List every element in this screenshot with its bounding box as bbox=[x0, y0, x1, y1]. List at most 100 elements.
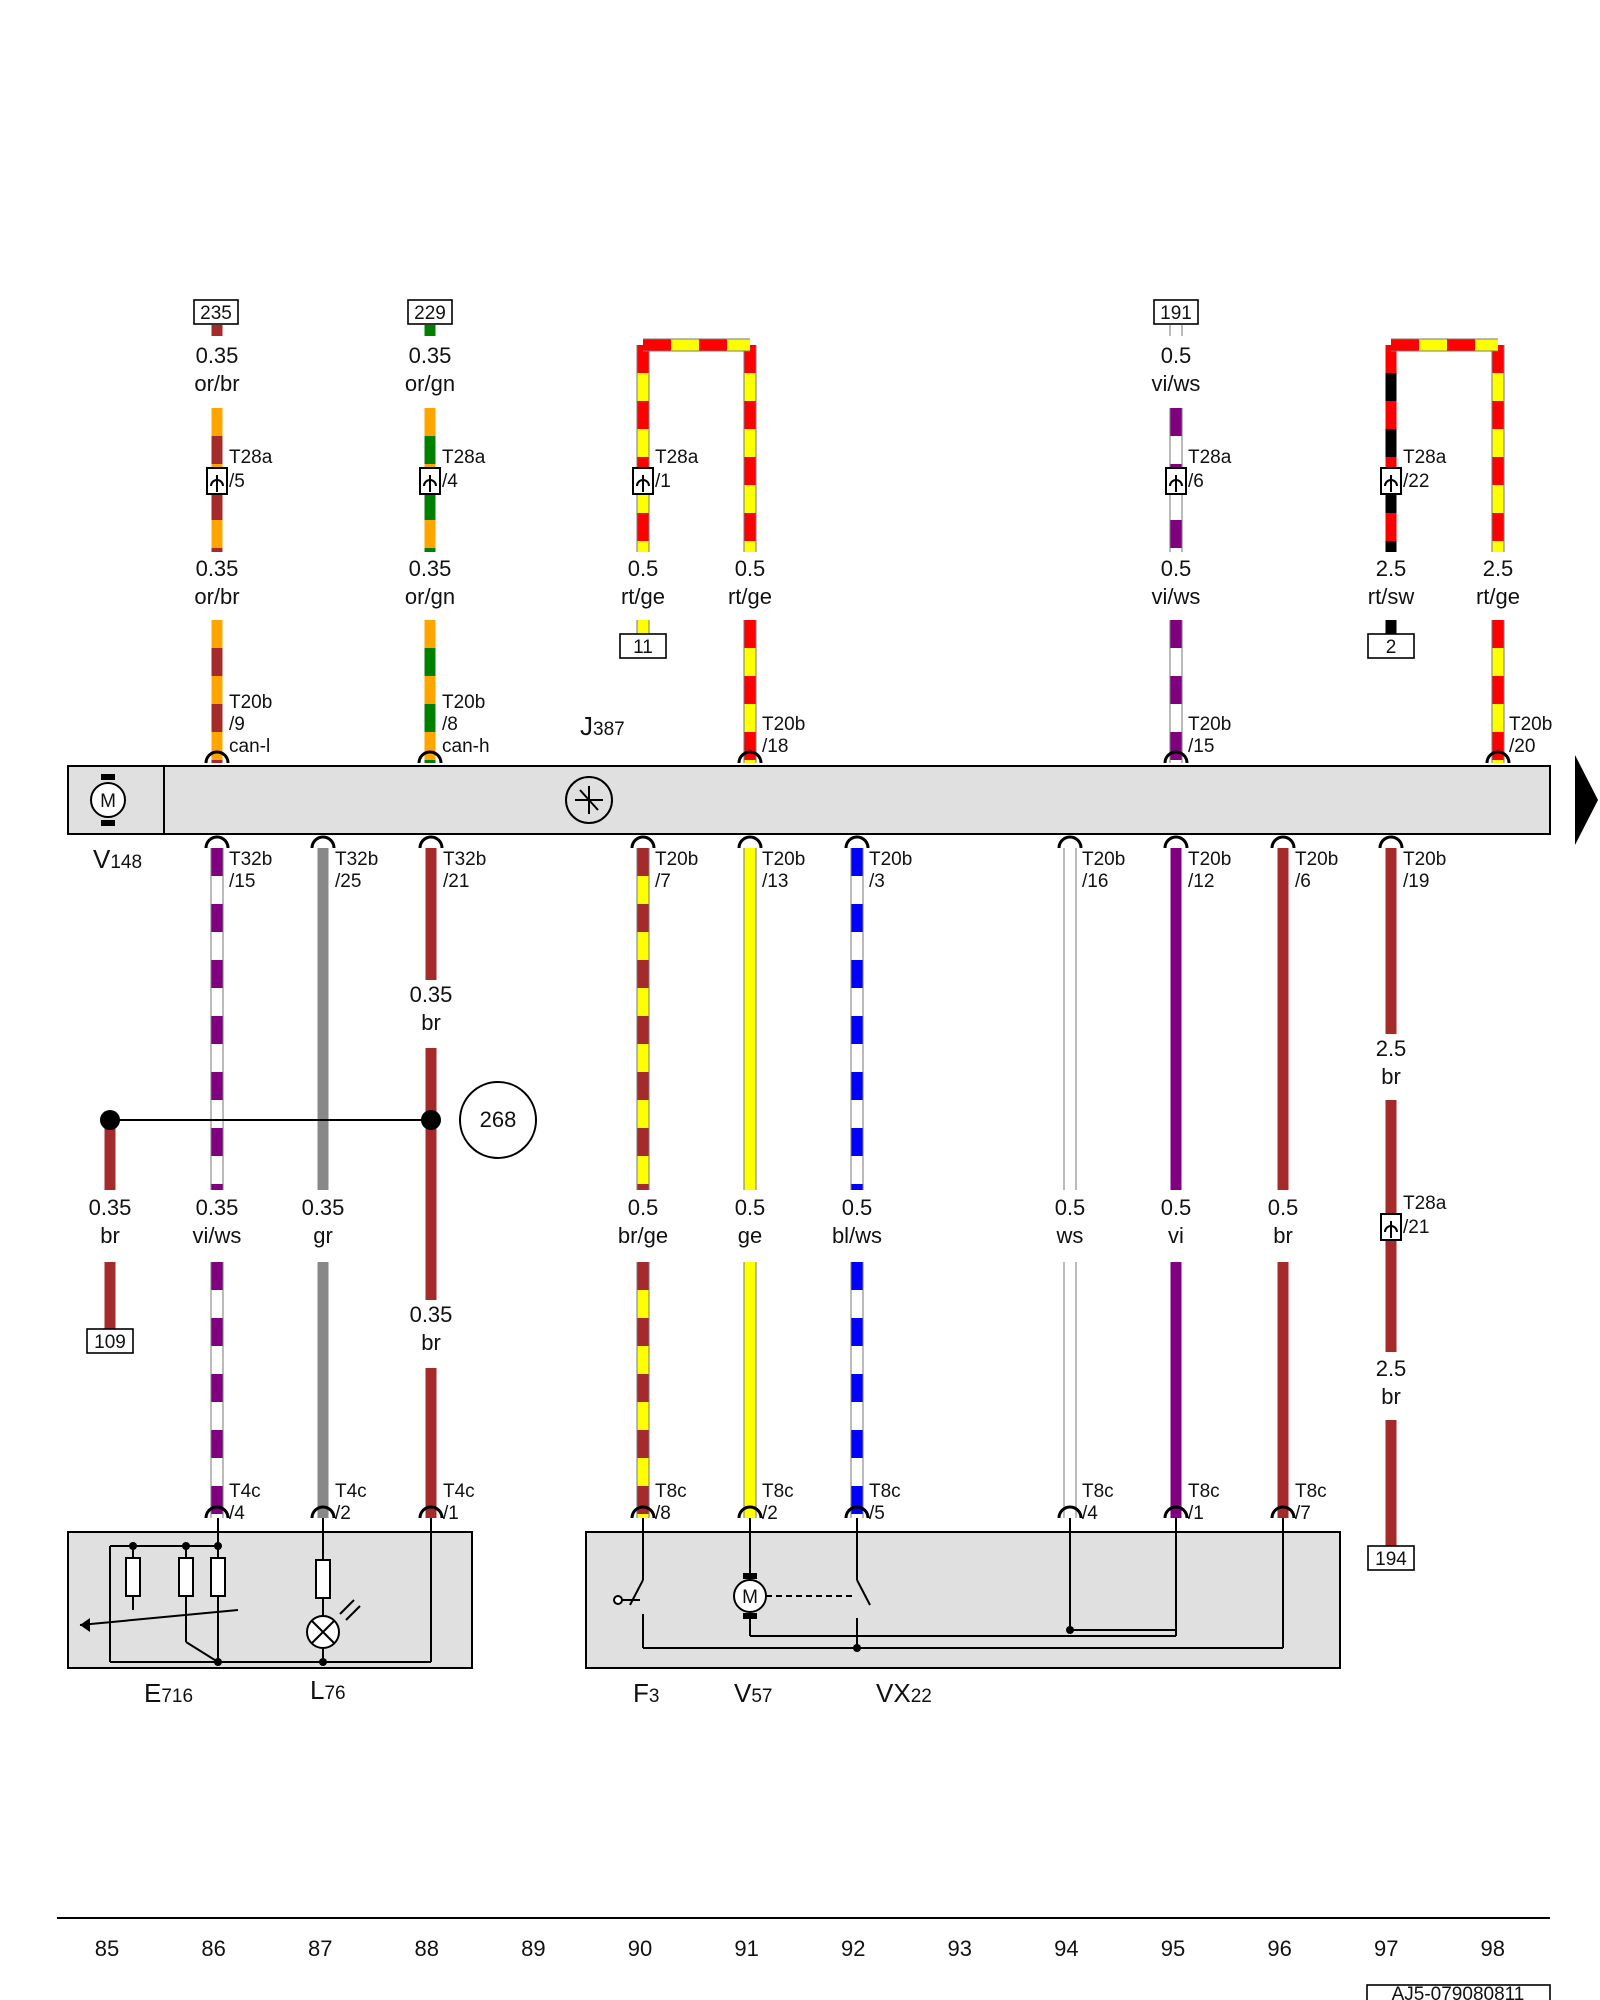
ref-191-text: 191 bbox=[1160, 303, 1192, 324]
conn-label: T20b bbox=[762, 714, 805, 735]
conn-label: /1 bbox=[1188, 1503, 1204, 1524]
conn-label: /8 bbox=[442, 714, 458, 735]
wire-color: br bbox=[100, 1223, 120, 1248]
label-f3: F3 bbox=[633, 1678, 659, 1708]
control-unit-j387 bbox=[67, 765, 1551, 835]
conn-label: T4c bbox=[443, 1481, 475, 1502]
label-l76: L76 bbox=[310, 1675, 346, 1705]
conn-label: T20b bbox=[1188, 714, 1231, 735]
wire-color: or/gn bbox=[405, 584, 455, 609]
axis-number: 96 bbox=[1267, 1936, 1291, 1961]
conn-label: T8c bbox=[1188, 1481, 1220, 1502]
conn-label: T28a bbox=[229, 447, 273, 468]
wire-size: 0.35 bbox=[410, 982, 453, 1007]
wire-color: rt/ge bbox=[621, 584, 665, 609]
conn-label: /21 bbox=[443, 871, 469, 892]
conn-label: /1 bbox=[655, 471, 671, 492]
wire-labels: 0.35 or/br 0.35 or/gn 0.5 vi/ws 0.35 or/… bbox=[89, 343, 1520, 1409]
ref-11-text: 11 bbox=[633, 637, 653, 658]
inline-connectors bbox=[206, 467, 1402, 1241]
wire-size: 0.35 bbox=[89, 1195, 132, 1220]
conn-label: /5 bbox=[229, 471, 245, 492]
wire-color: rt/ge bbox=[1476, 584, 1520, 609]
conn-label: /4 bbox=[1082, 1503, 1098, 1524]
reference-268-label: 268 bbox=[480, 1107, 517, 1132]
wire-size: 0.5 bbox=[1268, 1195, 1299, 1220]
wire-color: br bbox=[421, 1330, 441, 1355]
wire-size: 2.5 bbox=[1483, 556, 1514, 581]
conn-label: can-h bbox=[442, 736, 490, 757]
axis-number: 90 bbox=[628, 1936, 652, 1961]
conn-label: T8c bbox=[655, 1481, 687, 1502]
conn-label: T20b bbox=[442, 692, 485, 713]
conn-label: T8c bbox=[1295, 1481, 1327, 1502]
pin-caps bbox=[204, 750, 1511, 1519]
wire-size: 0.35 bbox=[196, 343, 239, 368]
wire-size: 0.35 bbox=[410, 1302, 453, 1327]
component-f3-v57-vx22 bbox=[585, 1531, 1341, 1669]
junction-row bbox=[100, 1110, 441, 1130]
conn-label: T28a bbox=[1403, 1193, 1447, 1214]
wire-color: br bbox=[421, 1010, 441, 1035]
wire-color: vi bbox=[1168, 1223, 1184, 1248]
conn-label: /6 bbox=[1295, 871, 1311, 892]
t28a-connector-icon bbox=[206, 467, 228, 495]
axis-number: 92 bbox=[841, 1936, 865, 1961]
conn-label: T20b bbox=[762, 849, 805, 870]
axis-number: 97 bbox=[1374, 1936, 1398, 1961]
axis-number: 95 bbox=[1161, 1936, 1185, 1961]
conn-label: T8c bbox=[762, 1481, 794, 1502]
conn-label: /15 bbox=[1188, 736, 1214, 757]
conn-label: T20b bbox=[655, 849, 698, 870]
conn-label: /6 bbox=[1188, 471, 1204, 492]
conn-label: /3 bbox=[869, 871, 885, 892]
ref-229-text: 229 bbox=[414, 303, 446, 324]
conn-label: /20 bbox=[1509, 736, 1535, 757]
conn-label: T20b bbox=[1403, 849, 1446, 870]
label-e716: E716 bbox=[144, 1678, 193, 1708]
wire-size: 0.5 bbox=[1055, 1195, 1086, 1220]
v148-motor-brush-top bbox=[101, 774, 115, 780]
conn-label: T20b bbox=[1188, 849, 1231, 870]
wire-size: 0.5 bbox=[842, 1195, 873, 1220]
ref-box-229: 229 bbox=[407, 299, 453, 325]
conn-label: T28a bbox=[655, 447, 699, 468]
ref-109-text: 109 bbox=[94, 1332, 126, 1353]
wire-size: 0.5 bbox=[735, 556, 766, 581]
t28a-connector-icon bbox=[1165, 467, 1187, 495]
ref-box-191: 191 bbox=[1153, 299, 1199, 325]
wire-size: 0.35 bbox=[409, 343, 452, 368]
wire-color: or/gn bbox=[405, 371, 455, 396]
wire-size: 0.5 bbox=[1161, 556, 1192, 581]
conn-label: /2 bbox=[762, 1503, 778, 1524]
transistor-icon bbox=[565, 776, 613, 824]
conn-label: /25 bbox=[335, 871, 361, 892]
axis-number: 98 bbox=[1481, 1936, 1505, 1961]
component-e716-l76 bbox=[67, 1531, 473, 1669]
f3-v57-vx22-internals bbox=[613, 1518, 1284, 1652]
conn-label: T32b bbox=[443, 849, 486, 870]
wire-color: or/br bbox=[194, 584, 239, 609]
conn-label: T20b bbox=[1082, 849, 1125, 870]
conn-label: /9 bbox=[229, 714, 245, 735]
conn-label: T4c bbox=[229, 1481, 261, 1502]
wire-size: 0.5 bbox=[735, 1195, 766, 1220]
conn-label: can-l bbox=[229, 736, 270, 757]
document-id: AJ5-079080811 bbox=[1392, 1984, 1525, 2000]
wire-color: br bbox=[1381, 1064, 1401, 1089]
reference-circle-268 bbox=[459, 1081, 537, 1159]
v148-motor-letter: M bbox=[100, 791, 116, 812]
wire-size: 0.5 bbox=[628, 556, 659, 581]
label-v148: V148 bbox=[93, 844, 142, 874]
axis-number: 89 bbox=[521, 1936, 545, 1961]
conn-label: T28a bbox=[1188, 447, 1232, 468]
t28a-connector-icon bbox=[419, 467, 441, 495]
v57-motor-letter: M bbox=[742, 1587, 758, 1608]
conn-label: T20b bbox=[1295, 849, 1338, 870]
conn-label: /12 bbox=[1188, 871, 1214, 892]
conn-label: T20b bbox=[229, 692, 272, 713]
conn-label: /7 bbox=[655, 871, 671, 892]
conn-label: /5 bbox=[869, 1503, 885, 1524]
